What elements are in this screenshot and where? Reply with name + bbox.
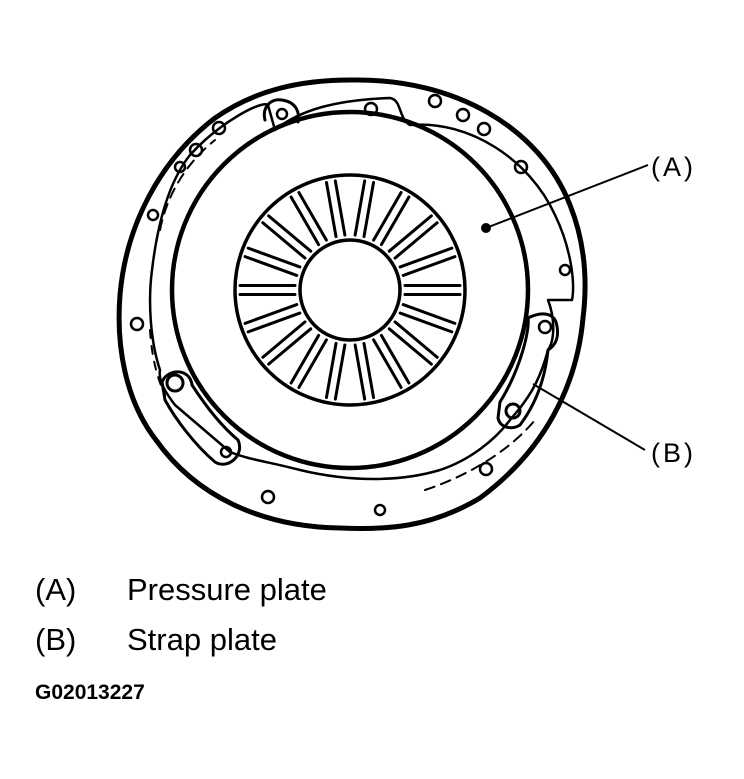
diaphragm-finger-slot <box>297 190 328 242</box>
diaphragm-finger-slot <box>393 221 439 260</box>
diaphragm-finger-slot <box>372 190 403 242</box>
diaphragm-finger-slot <box>362 180 376 239</box>
bolt-hole <box>478 461 494 477</box>
diaphragm-finger-slot <box>387 214 433 253</box>
diaphragm-finger-slot <box>333 343 347 401</box>
diaphragm-finger-slot <box>261 320 307 359</box>
diaphragm-finger-slot <box>353 343 367 401</box>
diaphragm-finger-slot <box>333 179 347 237</box>
diaphragm-finger-slot <box>362 341 376 400</box>
bolt-hole <box>558 263 572 277</box>
diaphragm-finger-slot <box>289 195 321 247</box>
strap-plate-b <box>496 312 560 430</box>
bolt-hole <box>455 107 471 123</box>
cover-outer-rim <box>116 77 588 532</box>
cover-flange-line <box>148 96 575 481</box>
clutch-cover-diagram: (A) (B) <box>116 77 696 532</box>
diaphragm-finger-slot <box>379 195 411 247</box>
strap-plate-left <box>160 370 242 466</box>
bolt-hole <box>427 93 443 109</box>
bolt-hole <box>513 159 529 175</box>
diaphragm-finger-slot <box>267 214 313 253</box>
legend-text-a: Pressure plate <box>127 572 327 607</box>
diaphragm-finger-slot <box>261 221 307 260</box>
bolt-hole <box>173 160 187 174</box>
diaphragm-finger-slot <box>398 311 454 334</box>
legend-text-b: Strap plate <box>127 622 277 657</box>
diaphragm-finger-slot <box>353 179 367 237</box>
bolt-hole <box>188 142 204 158</box>
diaphragm-finger-slot <box>297 338 328 390</box>
bolt-hole <box>211 120 227 136</box>
diaphragm-finger-slot <box>372 338 403 390</box>
diaphragm-finger-slot <box>401 303 457 325</box>
legend-row-a: (A) Pressure plate <box>35 572 327 608</box>
bolt-holes <box>129 93 572 517</box>
diaphragm-finger-slot <box>393 320 439 359</box>
diaphragm-finger-slot <box>267 327 313 366</box>
diaphragm-spring-outer <box>233 173 467 407</box>
bolt-hole <box>363 101 379 117</box>
legend-key-a: (A) <box>35 572 77 607</box>
leader-line-a <box>485 164 649 229</box>
diaphragm-finger-slot <box>398 246 454 269</box>
pressure-plate-a <box>169 109 531 471</box>
diaphragm-finger-slot <box>324 341 338 400</box>
bolt-hole <box>476 121 492 137</box>
diaphragm-finger-slot <box>243 255 299 277</box>
diaphragm-finger-slot <box>401 255 457 277</box>
bolt-hole <box>260 489 276 505</box>
diaphragm-finger-slot <box>289 333 321 385</box>
legend-row-b: (B) Strap plate <box>35 622 277 658</box>
callout-a: (A) <box>651 152 696 182</box>
diaphragm-finger-slot <box>379 333 411 385</box>
diaphragm-finger-slot <box>246 311 302 334</box>
figure-code: G02013227 <box>35 681 145 704</box>
leader-dot-a <box>481 223 491 233</box>
leader-line-b <box>532 383 646 451</box>
diaphragm-finger-slot <box>387 327 433 366</box>
diaphragm-center-hole <box>298 238 402 342</box>
diaphragm-fingers <box>238 179 462 401</box>
callout-b: (B) <box>651 438 696 468</box>
bolt-hole <box>373 503 387 517</box>
legend-key-b: (B) <box>35 622 77 657</box>
diaphragm-finger-slot <box>243 303 299 325</box>
diaphragm-finger-slot <box>246 246 302 269</box>
bolt-hole <box>129 316 145 332</box>
bolt-hole <box>146 208 160 222</box>
diaphragm-finger-slot <box>324 180 338 239</box>
